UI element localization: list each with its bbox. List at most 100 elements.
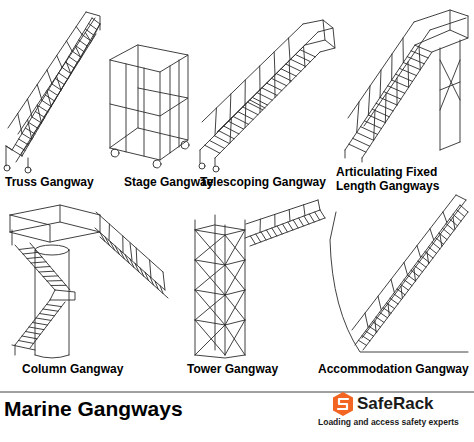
telescoping-gangway-drawing-stroke bbox=[200, 45, 305, 150]
column-gangway-drawing-stroke bbox=[19, 248, 34, 250]
stage-gangway-drawing-stroke bbox=[110, 45, 188, 72]
articulating-gangway-drawing-stroke bbox=[414, 10, 468, 38]
articulating-gangway-drawing-stroke bbox=[380, 70, 381, 98]
accommodation-gangway-drawing-stroke bbox=[362, 200, 466, 338]
caption: Articulating Fixed Length Gangways bbox=[336, 166, 456, 194]
articulating-gangway-drawing-stroke bbox=[397, 78, 398, 105]
caption: Stage Gangway bbox=[124, 176, 213, 190]
truss-gangway-drawing-stroke bbox=[18, 18, 95, 134]
column-gangway-drawing-stroke bbox=[35, 267, 50, 268]
articulating-gangway-drawing-stroke bbox=[353, 138, 370, 146]
accommodation-gangway-drawing-stroke bbox=[363, 212, 468, 350]
column-gangway-drawing-stroke bbox=[100, 232, 105, 241]
column-gangway-drawing-stroke bbox=[136, 248, 138, 265]
truss-gangway-drawing-stroke bbox=[55, 79, 64, 85]
column-gangway-drawing-stroke bbox=[160, 286, 163, 294]
stage-gangway-drawing bbox=[110, 45, 189, 168]
tower-gangway-drawing bbox=[195, 200, 325, 358]
telescoping-gangway-drawing-stroke bbox=[202, 24, 303, 122]
column-gangway-drawing-stroke bbox=[120, 250, 124, 259]
truss-gangway-drawing-stroke bbox=[39, 106, 48, 112]
column-gangway-drawing-stroke bbox=[12, 345, 35, 355]
column-gangway-drawing-stroke bbox=[22, 336, 37, 339]
tower-gangway-drawing-stroke bbox=[266, 230, 271, 238]
articulating-gangway-drawing-stroke bbox=[385, 94, 387, 123]
tower-gangway-drawing-stroke bbox=[272, 228, 277, 236]
telescoping-gangway-drawing-stroke bbox=[272, 78, 287, 85]
tower-gangway-drawing-stroke bbox=[299, 218, 304, 226]
caption: Accommodation Gangway bbox=[318, 363, 469, 377]
articulating-gangway-drawing-stroke bbox=[374, 110, 375, 140]
column-gangway-drawing-stroke bbox=[115, 246, 119, 255]
column-gangway-drawing-stroke bbox=[15, 245, 55, 290]
column-gangway-drawing-stroke bbox=[30, 243, 70, 290]
accommodation-gangway-drawing-stroke bbox=[401, 286, 402, 298]
articulating-gangway-drawing-stroke bbox=[368, 86, 370, 115]
articulating-gangway-drawing-stroke bbox=[419, 46, 420, 70]
column-gangway-drawing-stroke bbox=[150, 260, 151, 278]
telescoping-gangway-drawing-stroke bbox=[267, 83, 282, 90]
tower-gangway-drawing-stroke bbox=[250, 218, 325, 246]
articulating-gangway-drawing-stroke bbox=[364, 30, 430, 126]
accommodation-gangway-drawing-stroke bbox=[383, 308, 391, 314]
accommodation-gangway-drawing-stroke bbox=[388, 304, 389, 316]
column-gangway-drawing-stroke bbox=[43, 309, 58, 311]
accommodation-gangway-drawing-stroke bbox=[355, 205, 460, 345]
truss-gangway-drawing-stroke bbox=[28, 99, 33, 117]
stage-gangway-drawing-stroke bbox=[110, 128, 188, 160]
accommodation-gangway-drawing-stroke bbox=[429, 247, 437, 253]
tower-gangway-drawing-stroke bbox=[261, 232, 266, 240]
truss-gangway-drawing-stroke bbox=[67, 41, 73, 51]
logo-mark bbox=[338, 399, 348, 409]
stage-gangway-drawing-stroke bbox=[181, 141, 189, 149]
tower-gangway-drawing-stroke bbox=[245, 210, 320, 238]
column-gangway-drawing-stroke bbox=[125, 255, 129, 264]
telescoping-gangway-drawing-stroke bbox=[291, 59, 306, 66]
telescoping-gangway-drawing-stroke bbox=[300, 50, 315, 57]
accommodation-gangway-drawing-stroke bbox=[443, 228, 451, 235]
articulating-gangway-drawing-stroke bbox=[349, 144, 366, 152]
articulating-gangway-drawing-stroke bbox=[376, 103, 393, 111]
articulating-gangway-drawing-stroke bbox=[384, 92, 401, 99]
column-gangway-drawing-stroke bbox=[122, 236, 123, 253]
articulating-gangway-drawing-stroke bbox=[368, 115, 385, 123]
articulating-gangway-drawing-stroke bbox=[345, 150, 362, 162]
truss-gangway-drawing-stroke bbox=[37, 85, 42, 101]
logo-hexagon bbox=[333, 392, 353, 416]
telescoping-gangway-drawing-stroke bbox=[289, 61, 291, 83]
articulating-gangway-drawing-stroke bbox=[357, 133, 374, 141]
truss-gangway-drawing-stroke bbox=[28, 120, 32, 140]
column-gangway-drawing-stroke bbox=[33, 323, 48, 326]
tower-gangway-drawing-stroke bbox=[195, 215, 245, 355]
telescoping-gangway-drawing-stroke bbox=[217, 32, 318, 132]
articulating-gangway-drawing bbox=[345, 10, 468, 162]
column-gangway-drawing-stroke bbox=[26, 332, 41, 335]
caption: Truss Gangway bbox=[5, 176, 94, 190]
truss-gangway-drawing-stroke bbox=[89, 24, 97, 30]
column-gangway-drawing-stroke bbox=[51, 285, 66, 286]
accommodation-gangway-drawing-stroke bbox=[378, 296, 381, 310]
accommodation-gangway-drawing-stroke bbox=[427, 252, 429, 264]
accommodation-gangway-drawing-stroke bbox=[440, 235, 442, 247]
articulating-gangway-drawing-stroke bbox=[364, 121, 381, 129]
truss-gangway-drawing-stroke bbox=[69, 57, 78, 63]
accommodation-gangway-drawing-stroke bbox=[376, 317, 384, 322]
column-gangway-drawing-stroke bbox=[39, 271, 54, 273]
telescoping-gangway-drawing-stroke bbox=[213, 166, 219, 172]
column-gangway-drawing-stroke bbox=[109, 224, 110, 240]
truss-gangway-drawing-stroke bbox=[4, 165, 10, 171]
column-gangway-drawing-stroke bbox=[145, 272, 149, 280]
divider-line bbox=[0, 392, 474, 393]
caption: Column Gangway bbox=[22, 363, 123, 377]
truss-gangway-drawing-stroke bbox=[37, 105, 41, 123]
telescoping-gangway-drawing-stroke bbox=[210, 140, 225, 148]
telescoping-gangway-drawing-stroke bbox=[257, 93, 272, 100]
tower-gangway-drawing-stroke bbox=[246, 200, 318, 224]
telescoping-gangway-drawing-stroke bbox=[259, 66, 260, 90]
tagline: Loading and access safety experts bbox=[318, 418, 459, 428]
accommodation-gangway-drawing-stroke bbox=[391, 279, 394, 292]
truss-gangway-drawing-stroke bbox=[12, 18, 92, 150]
telescoping-gangway-drawing-stroke bbox=[230, 118, 231, 143]
